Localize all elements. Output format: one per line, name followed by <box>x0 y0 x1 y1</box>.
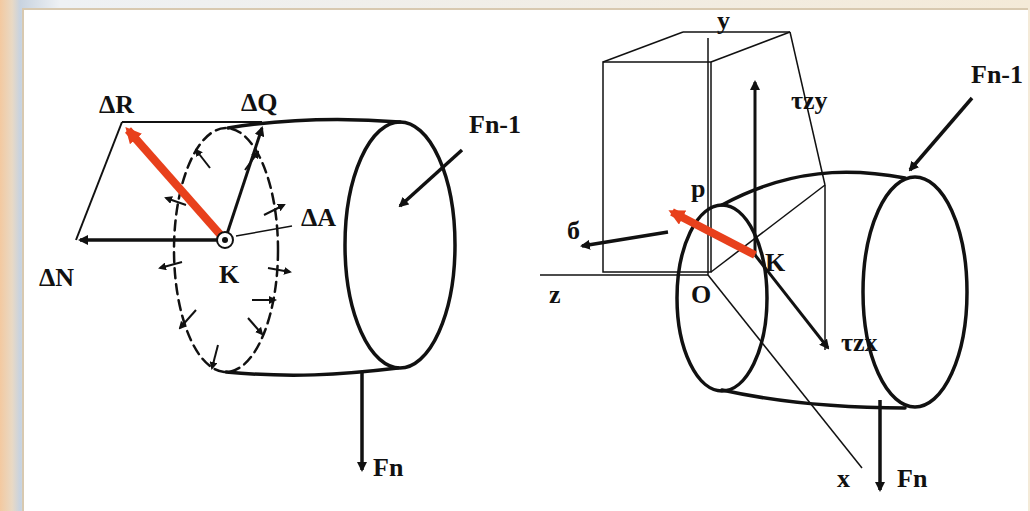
label: z <box>548 282 562 308</box>
label: x <box>836 466 851 492</box>
label: ΔQ <box>240 90 279 116</box>
label: O <box>690 282 712 308</box>
label: p <box>690 176 706 202</box>
label: τzx <box>840 330 879 356</box>
label: б <box>566 218 581 244</box>
label: Fn <box>896 466 928 492</box>
label: K <box>764 250 786 276</box>
label: Fn-1 <box>970 62 1024 88</box>
label: τzy <box>790 88 829 114</box>
label: y <box>716 8 731 34</box>
label: Fn-1 <box>468 112 522 138</box>
panel <box>22 8 1028 511</box>
label: ΔA <box>300 205 337 231</box>
label: K <box>218 262 240 288</box>
label: ΔN <box>38 265 75 291</box>
label: Fn <box>372 455 404 481</box>
label: ΔR <box>98 92 135 118</box>
